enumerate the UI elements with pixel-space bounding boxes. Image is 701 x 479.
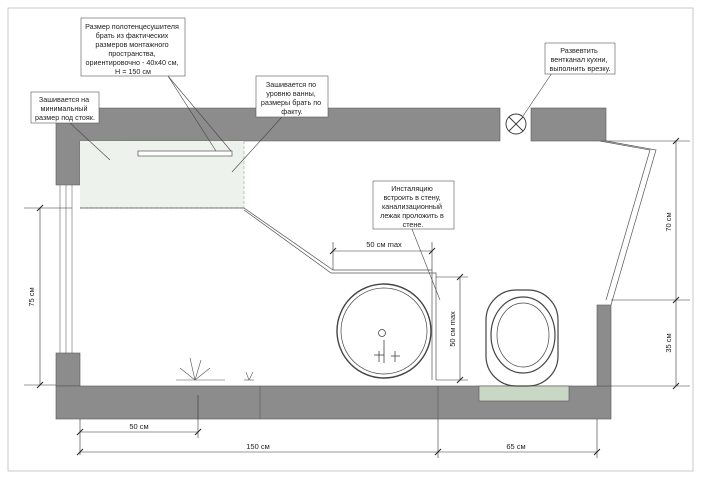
note-towel-dryer-box <box>80 17 186 77</box>
dim-50-max-vertical: 50 см max <box>448 311 457 347</box>
note-riser-box <box>30 91 100 124</box>
note-riser: Зашивается на минимальный размер под сто… <box>35 95 95 122</box>
dimension-ticks <box>36 137 680 456</box>
left-opening <box>59 185 73 353</box>
dim-35: 35 см <box>664 333 673 352</box>
right-recess <box>599 140 657 306</box>
toilet <box>485 289 559 387</box>
sink <box>336 283 432 379</box>
right-wall <box>596 304 612 387</box>
dim-50: 50 см <box>129 422 148 431</box>
note-kitchen-vent-box <box>544 42 616 75</box>
dim-150: 150 см <box>246 442 270 451</box>
note-bath-level-box <box>255 75 329 118</box>
bath-outline-inner <box>243 209 437 380</box>
leader-lines <box>69 69 555 301</box>
note-installation-box <box>372 180 455 230</box>
dim-65: 65 см <box>506 442 525 451</box>
note-bath-level: Зашивается по уровню ванны, размеры брат… <box>261 80 323 116</box>
sheet-frame <box>7 7 694 472</box>
left-wall-stub <box>55 352 81 387</box>
note-kitchen-vent: Развевтить вентканал кухни, выполнить вр… <box>550 46 611 73</box>
dim-75: 75 см <box>27 287 36 306</box>
towel-dryer <box>137 150 233 157</box>
vent-symbol <box>505 113 527 135</box>
dim-70: 70 см <box>664 212 673 231</box>
installation-base <box>478 385 570 402</box>
note-towel-dryer: Размер полотенцесушителя брать из фактич… <box>85 22 181 76</box>
note-installation: Инсталяцию встроить в стену, канализацио… <box>380 184 446 229</box>
floor-symbol <box>176 357 254 381</box>
top-wall-right <box>530 107 607 142</box>
dim-50-max-shelf: 50 см max <box>366 240 402 249</box>
